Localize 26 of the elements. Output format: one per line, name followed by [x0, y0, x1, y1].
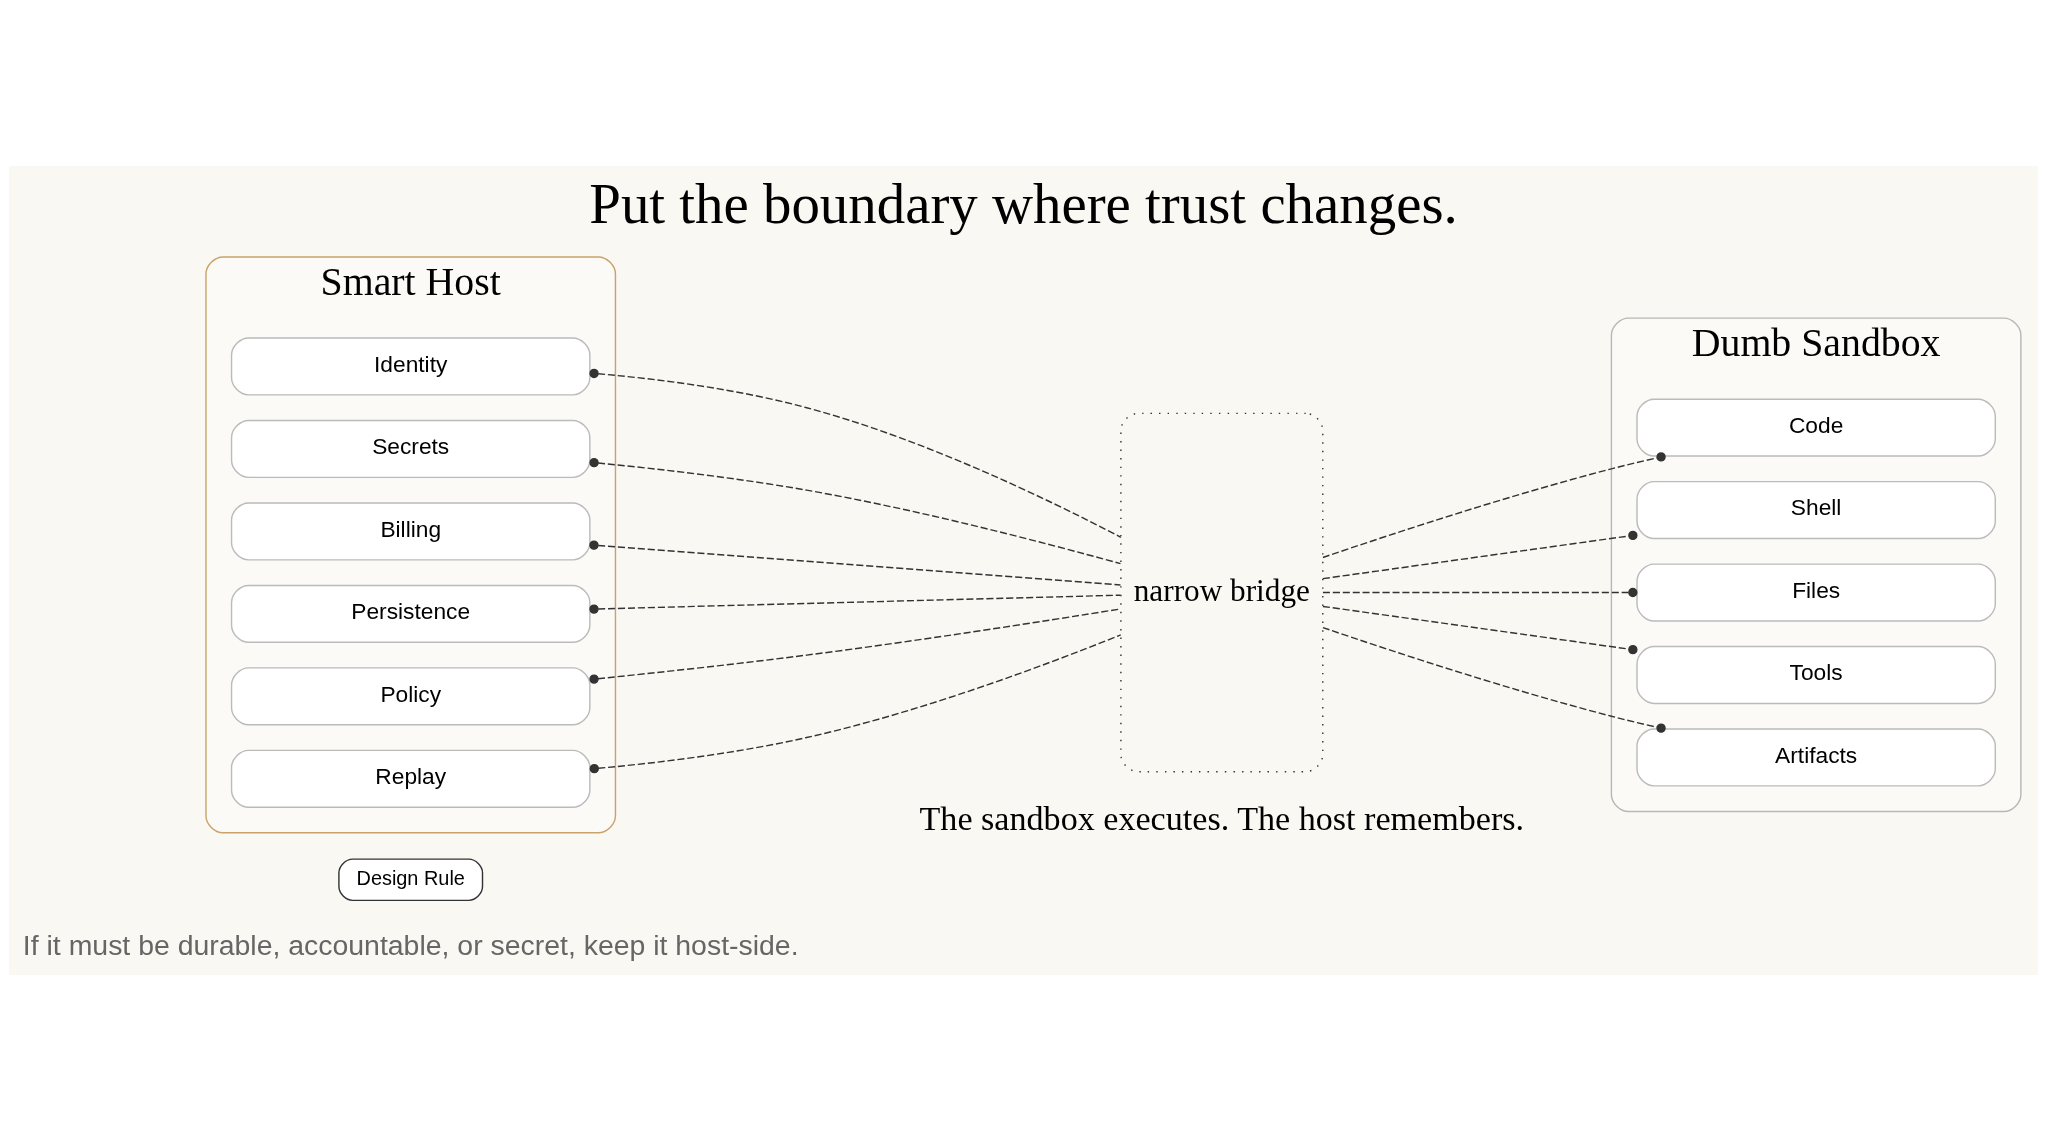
diagram-title: Put the boundary where trust changes. — [589, 171, 1458, 235]
connector — [589, 594, 1122, 614]
connector — [1322, 605, 1638, 655]
node-box: narrow bridge — [1120, 412, 1324, 773]
connector — [1322, 452, 1666, 559]
label: If it must be durable, accountable, or secret, keep it host-side. — [22, 929, 799, 962]
node-box: Artifacts — [1636, 728, 1996, 787]
connector — [589, 634, 1122, 774]
node-box: Secrets — [230, 419, 591, 479]
caption: The sandbox executes. The host remembers. — [919, 800, 1525, 838]
node-box: Design Rule — [338, 858, 484, 902]
connector — [1322, 626, 1666, 733]
connector — [589, 540, 1122, 586]
connector — [1322, 587, 1638, 598]
connector — [1322, 530, 1638, 580]
connector — [589, 368, 1122, 538]
node-box: Code — [1636, 398, 1996, 457]
node-box: Replay — [230, 749, 591, 808]
node-box: Shell — [1636, 480, 1996, 540]
connector — [589, 457, 1122, 565]
node-box: Persistence — [230, 584, 591, 643]
node-box: Tools — [1636, 645, 1996, 705]
node-box: Billing — [230, 502, 591, 561]
node-box: Policy — [230, 667, 591, 726]
node-box: Identity — [230, 337, 591, 396]
node-box: Files — [1636, 563, 1996, 622]
